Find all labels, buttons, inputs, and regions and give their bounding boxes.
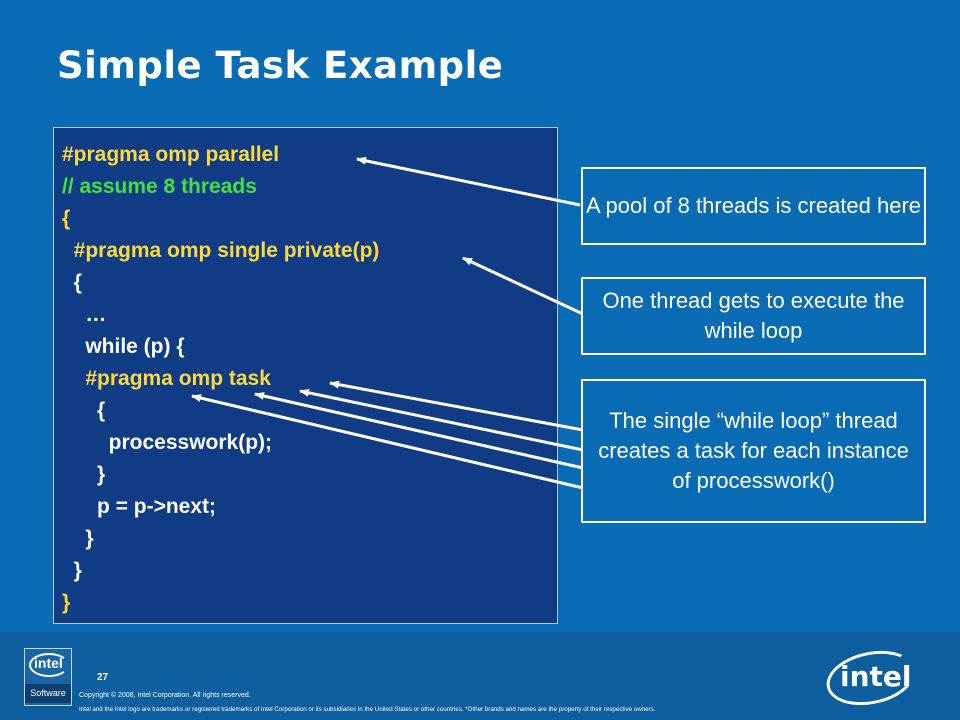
intel-software-logo: intel Software — [24, 648, 72, 706]
code-line: { — [62, 207, 71, 230]
code-line: // assume 8 threads — [62, 175, 257, 198]
code-line: } — [62, 559, 82, 582]
arrow-single — [462, 256, 584, 316]
arrow-task-1 — [329, 380, 584, 432]
logo-wordmark: intel — [34, 655, 63, 671]
code-line: processwork(p); — [62, 431, 273, 454]
code-line: { — [62, 399, 106, 422]
code-line: } — [62, 463, 106, 486]
copyright-text: Copyright © 2008, Intel Corporation. All… — [79, 692, 251, 699]
code-line: } — [62, 591, 71, 614]
intel-logo: intel — [821, 643, 921, 713]
code-line: p = p->next; — [62, 495, 217, 518]
code-line: } — [62, 527, 94, 550]
callout-single-thread: One thread gets to execute the while loo… — [581, 277, 926, 355]
code-line: #pragma omp single private(p) — [62, 239, 380, 262]
callout-thread-pool: A pool of 8 threads is created here — [581, 167, 926, 245]
code-line: … — [62, 303, 107, 326]
arrow-task-4 — [191, 394, 584, 490]
code-line: #pragma omp parallel — [62, 143, 280, 166]
arrow-pool — [356, 156, 581, 207]
arrow-task-3 — [254, 392, 584, 470]
arrow-task-2 — [299, 388, 584, 452]
callout-task-creation: The single “while loop” thread creates a… — [581, 379, 926, 523]
code-block: #pragma omp parallel // assume 8 threads… — [53, 127, 558, 624]
logo-software-label: Software — [25, 684, 71, 703]
code-line: { — [62, 271, 82, 294]
intel-wordmark: intel — [840, 660, 912, 693]
page-number: 27 — [97, 672, 109, 683]
slide-title: Simple Task Example — [57, 44, 504, 87]
code-line: #pragma omp task — [62, 367, 271, 390]
logo-ring-icon — [29, 653, 69, 677]
code-line: while (p) { — [62, 335, 185, 358]
footer-bar — [0, 632, 960, 720]
legal-text: Intel and the Intel logo are trademarks … — [79, 706, 656, 713]
